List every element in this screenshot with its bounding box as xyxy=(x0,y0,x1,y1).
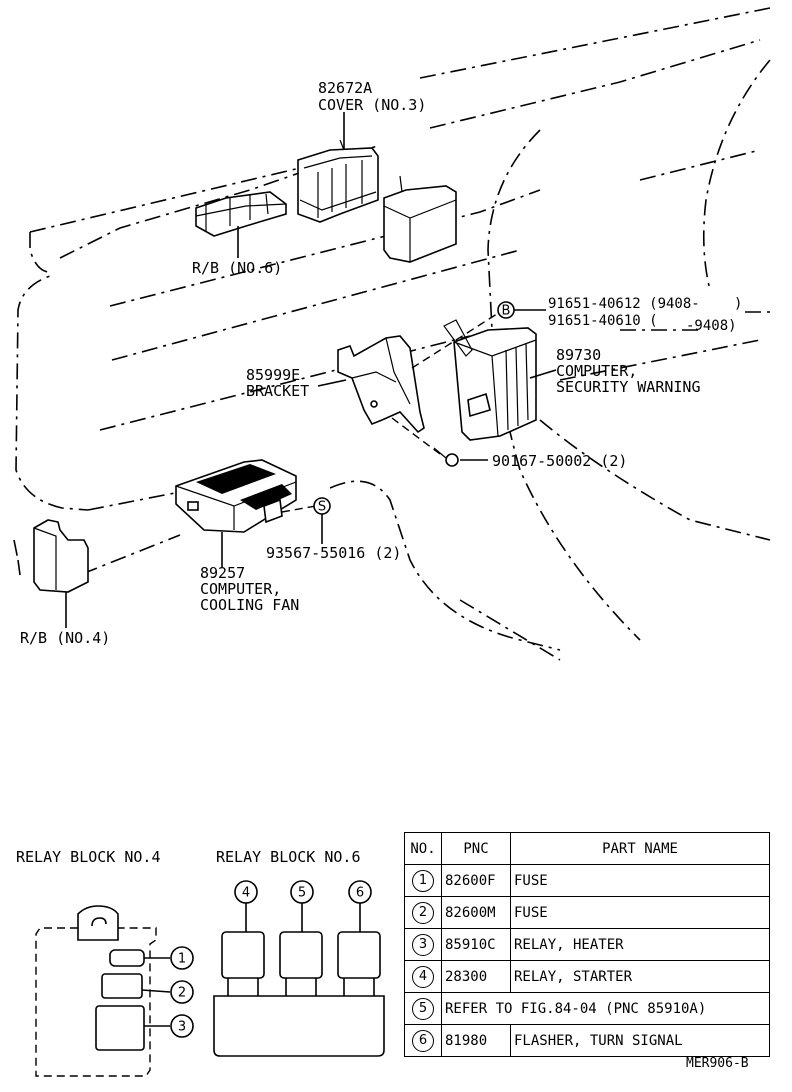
bolt-line xyxy=(411,311,501,369)
relay-block-no6-schematic: RELAY BLOCK NO.6 4 5 6 xyxy=(213,848,385,1057)
svg-text:6: 6 xyxy=(356,886,364,901)
relay-block-no6-part xyxy=(195,191,287,237)
row-part-name: FLASHER, TURN SIGNAL xyxy=(510,1024,770,1057)
marker-1: 1 xyxy=(170,946,194,970)
row-pnc: 82600M xyxy=(441,896,511,929)
sec-name-1: COMPUTER, xyxy=(556,362,637,380)
marker-6: 6 xyxy=(348,880,372,904)
row-pnc: 81980 xyxy=(441,1024,511,1057)
screw-marker: S xyxy=(313,497,331,515)
bracket-leader xyxy=(317,379,347,387)
row-number: 3 xyxy=(412,933,434,956)
row-part-name: RELAY, HEATER xyxy=(510,928,770,961)
bolt-marker: B xyxy=(497,301,515,319)
cool-name-2: COOLING FAN xyxy=(200,596,299,614)
screw-pnc: 90167-50002 (2) xyxy=(492,452,627,470)
header-pnc: PNC xyxy=(441,832,511,865)
bolt-pnc-2-end: -9408) xyxy=(686,318,737,334)
marker-5: 5 xyxy=(290,880,314,904)
security-computer-part xyxy=(443,319,537,441)
row-pnc: 82600F xyxy=(441,864,511,897)
relay-block-no4-title: RELAY BLOCK NO.4 xyxy=(16,848,161,866)
relay-part xyxy=(383,175,457,263)
cover-no3-part xyxy=(297,139,379,223)
row-number: 5 xyxy=(412,997,434,1020)
cool-pnc: 89257 xyxy=(200,564,245,582)
relay-block-no4-schematic: RELAY BLOCK NO.4 1 2 3 xyxy=(16,848,194,1077)
bracket-pnc: 85999E xyxy=(246,366,300,384)
bracket-part xyxy=(337,335,425,434)
row-number: 6 xyxy=(412,1029,434,1052)
row-pnc: 28300 xyxy=(441,960,511,993)
rb6-label: R/B (NO.6) xyxy=(192,259,282,277)
table-header-row: NO. PNC PART NAME xyxy=(404,832,770,865)
row-pnc: 85910C xyxy=(441,928,511,961)
sec-name-2: SECURITY WARNING xyxy=(556,378,701,396)
table-row: 5 REFER TO FIG.84-04 (PNC 85910A) xyxy=(404,992,770,1025)
sec-leader xyxy=(529,369,557,379)
header-no: NO. xyxy=(404,832,442,865)
svg-text:S: S xyxy=(318,500,326,515)
marker-2: 2 xyxy=(170,980,194,1004)
bolt-pnc-1: 91651-40612 (9408- xyxy=(548,296,700,312)
header-part-name: PART NAME xyxy=(510,832,770,865)
svg-text:5: 5 xyxy=(298,886,306,901)
table-row: 3 85910C RELAY, HEATER xyxy=(404,928,770,961)
row-part-name: FUSE xyxy=(510,864,770,897)
svg-text:3: 3 xyxy=(178,1020,186,1035)
svg-text:B: B xyxy=(502,304,511,319)
bolt-pnc-1-end: ) xyxy=(734,296,742,312)
cooling-screw-line xyxy=(281,505,317,513)
parts-table: NO. PNC PART NAME 1 82600F FUSE 2 82600M… xyxy=(404,832,770,1057)
cool-screw-pnc: 93567-55016 (2) xyxy=(266,544,401,562)
table-row: 6 81980 FLASHER, TURN SIGNAL xyxy=(404,1024,770,1057)
marker-3: 3 xyxy=(170,1014,194,1038)
table-row: 2 82600M FUSE xyxy=(404,896,770,929)
row-number: 4 xyxy=(412,965,434,988)
cooling-fan-computer-part xyxy=(175,459,297,533)
row-number: 1 xyxy=(412,869,434,892)
relay-block-no6-title: RELAY BLOCK NO.6 xyxy=(216,848,361,866)
rb4-label: R/B (NO.4) xyxy=(20,629,110,647)
bolt-pnc-2: 91651-40610 ( xyxy=(548,313,658,329)
svg-text:4: 4 xyxy=(242,886,250,901)
marker-4: 4 xyxy=(234,880,258,904)
svg-text:2: 2 xyxy=(178,986,186,1001)
svg-text:1: 1 xyxy=(178,952,186,967)
relay-block-no4-part xyxy=(33,519,89,593)
bracket-name: BRACKET xyxy=(246,382,309,400)
cover-name: COVER (NO.3) xyxy=(318,96,426,114)
cool-name-1: COMPUTER, xyxy=(200,580,281,598)
row-part-name: FUSE xyxy=(510,896,770,929)
figure-code: MER906-B xyxy=(686,1056,749,1071)
row-number: 2 xyxy=(412,901,434,924)
row-part-name: RELAY, STARTER xyxy=(510,960,770,993)
table-row: 4 28300 RELAY, STARTER xyxy=(404,960,770,993)
vehicle-body-outline xyxy=(13,7,775,661)
screw-part xyxy=(391,417,459,467)
sec-pnc: 89730 xyxy=(556,346,601,364)
table-row: 1 82600F FUSE xyxy=(404,864,770,897)
cover-pnc: 82672A xyxy=(318,79,372,97)
row-reference: REFER TO FIG.84-04 (PNC 85910A) xyxy=(441,992,770,1025)
